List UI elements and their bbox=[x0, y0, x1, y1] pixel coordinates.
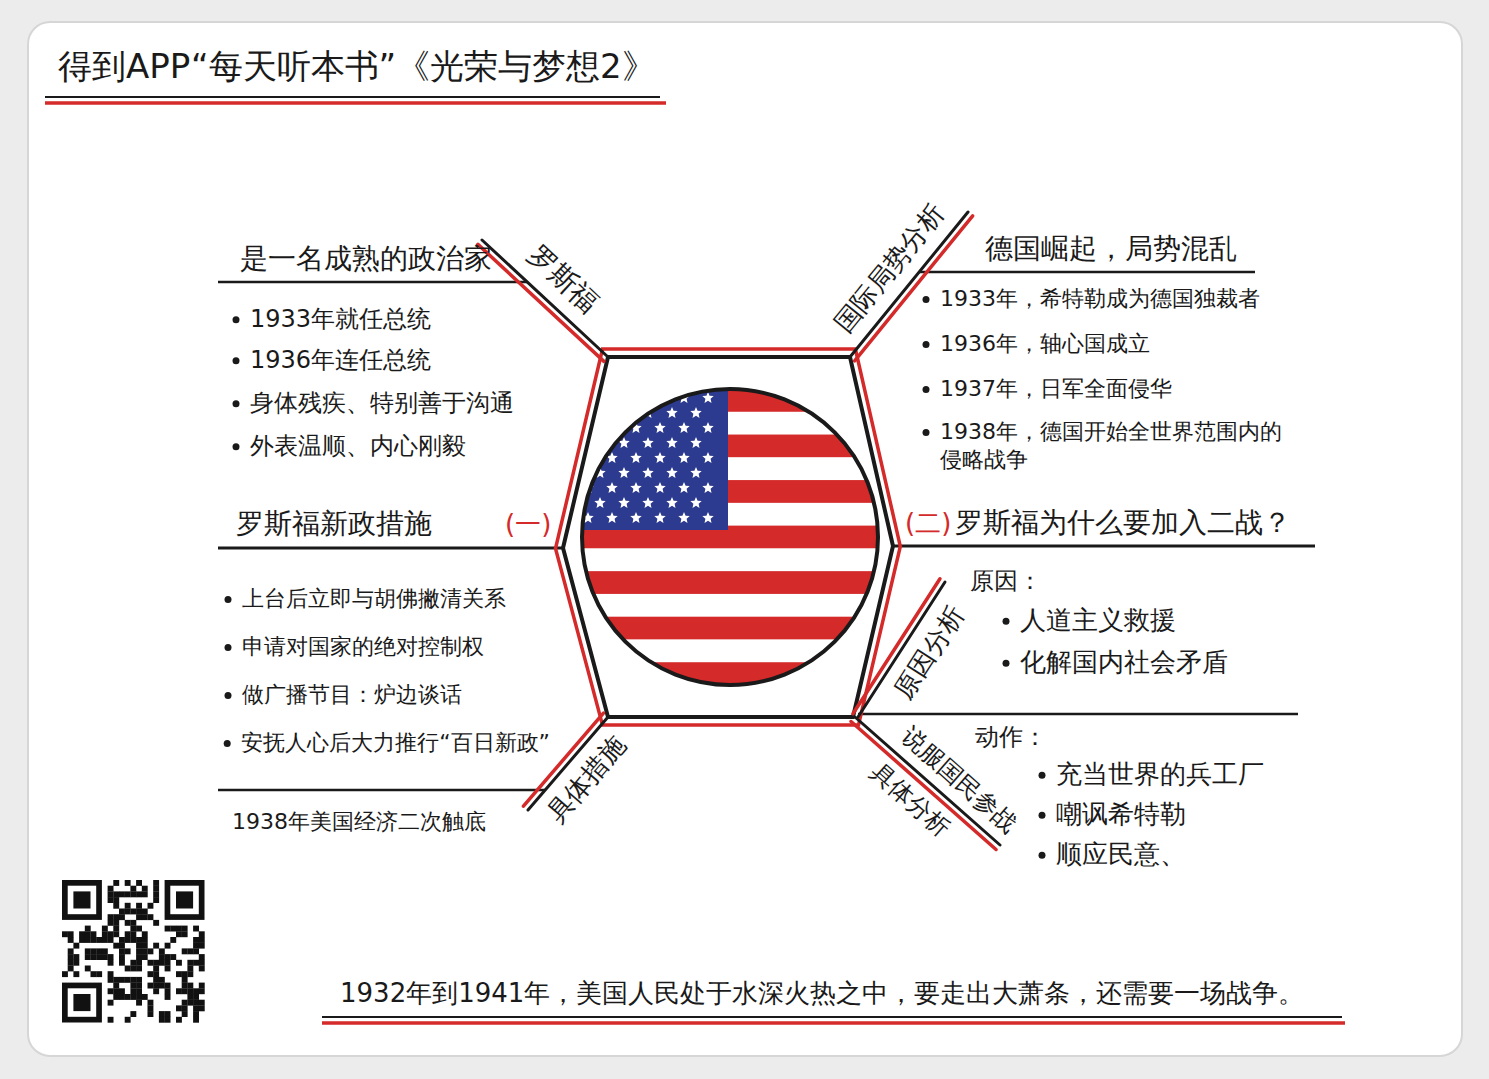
bullet-item: 身体残疾、特别善于沟通 bbox=[250, 388, 514, 418]
branch-line bbox=[218, 789, 545, 792]
bullet-dot bbox=[233, 357, 240, 364]
section-number: (一) bbox=[505, 508, 551, 541]
spoke-label: 罗斯福 bbox=[522, 241, 603, 319]
bullet-item: 上台后立即与胡佛撇清关系 bbox=[242, 585, 506, 613]
qr-code bbox=[62, 880, 205, 1023]
bullet-item: 1936年，轴心国成立 bbox=[940, 330, 1150, 358]
sub-heading: 动作： bbox=[975, 722, 1047, 752]
bullet-item: 人道主义救援 bbox=[1020, 604, 1176, 637]
bullet-item: 1938年，德国开始全世界范围内的侵略战争 bbox=[940, 418, 1285, 473]
bullet-dot bbox=[224, 740, 231, 747]
bullet-dot bbox=[225, 692, 232, 699]
branch-line bbox=[218, 281, 527, 284]
hexagon-outline bbox=[563, 357, 893, 717]
bullet-item: 外表温顺、内心刚毅 bbox=[250, 431, 466, 461]
spoke-label: 具体措施 bbox=[542, 731, 630, 827]
bullet-dot bbox=[1039, 852, 1046, 859]
bullet-item: 安抚人心后大力推行“百日新政” bbox=[241, 729, 550, 757]
bullet-dot bbox=[1003, 618, 1010, 625]
bullet-item: 顺应民意、 bbox=[1056, 838, 1186, 871]
bullet-dot bbox=[225, 596, 232, 603]
bullet-dot bbox=[923, 296, 930, 303]
bullet-item: 1933年，希特勒成为德国独裁者 bbox=[940, 285, 1260, 313]
page-title: 得到APP“每天听本书”《光荣与梦想2》 bbox=[58, 46, 656, 87]
bullet-item: 申请对国家的绝对控制权 bbox=[242, 633, 484, 661]
bullet-dot bbox=[923, 386, 930, 393]
us-flag bbox=[578, 385, 882, 689]
section-number: (二) bbox=[905, 507, 951, 540]
bullet-item: 化解国内社会矛盾 bbox=[1020, 646, 1228, 679]
bullet-item: 做广播节目：炉边谈话 bbox=[242, 681, 462, 709]
bullet-item: 1937年，日军全面侵华 bbox=[940, 375, 1172, 403]
bullet-dot bbox=[923, 429, 930, 436]
bullet-item: 充当世界的兵工厂 bbox=[1056, 758, 1264, 791]
branch-line bbox=[919, 271, 1255, 274]
bullet-dot bbox=[1003, 660, 1010, 667]
bullet-dot bbox=[1039, 812, 1046, 819]
bullet-dot bbox=[923, 341, 930, 348]
section-heading: 是一名成熟的政治家 bbox=[240, 241, 492, 276]
bullet-item: 1936年连任总统 bbox=[250, 345, 431, 375]
title-underline bbox=[45, 101, 666, 105]
spoke-label: 原因分析 bbox=[890, 601, 968, 703]
branch-line bbox=[218, 547, 563, 550]
bullet-dot bbox=[233, 316, 240, 323]
spoke-line bbox=[482, 240, 608, 357]
caption-underline bbox=[322, 1016, 1342, 1018]
branch-line bbox=[893, 545, 1315, 548]
bullet-dot bbox=[225, 644, 232, 651]
bullet-item: 嘲讽希特勒 bbox=[1056, 798, 1186, 831]
section-heading: 罗斯福为什么要加入二战？ bbox=[955, 505, 1291, 540]
title-underline bbox=[45, 96, 660, 98]
hexagon-outline bbox=[556, 349, 901, 725]
sub-heading: 原因： bbox=[970, 566, 1042, 596]
bullet-item: 1933年就任总统 bbox=[250, 304, 431, 334]
flag-ring bbox=[582, 389, 878, 685]
card-frame bbox=[28, 22, 1462, 1056]
section-heading: 罗斯福新政措施 bbox=[236, 506, 432, 541]
branch-line bbox=[858, 713, 1298, 716]
caption-underline bbox=[322, 1021, 1345, 1025]
note-text: 1938年美国经济二次触底 bbox=[232, 808, 486, 836]
spoke-label: 国际局势分析 bbox=[830, 199, 949, 336]
bullet-dot bbox=[233, 400, 240, 407]
page-caption: 1932年到1941年，美国人民处于水深火热之中，要走出大萧条，还需要一场战争。 bbox=[340, 978, 1304, 1009]
section-heading: 德国崛起，局势混乱 bbox=[985, 231, 1237, 266]
bullet-dot bbox=[233, 443, 240, 450]
bullet-dot bbox=[1039, 772, 1046, 779]
